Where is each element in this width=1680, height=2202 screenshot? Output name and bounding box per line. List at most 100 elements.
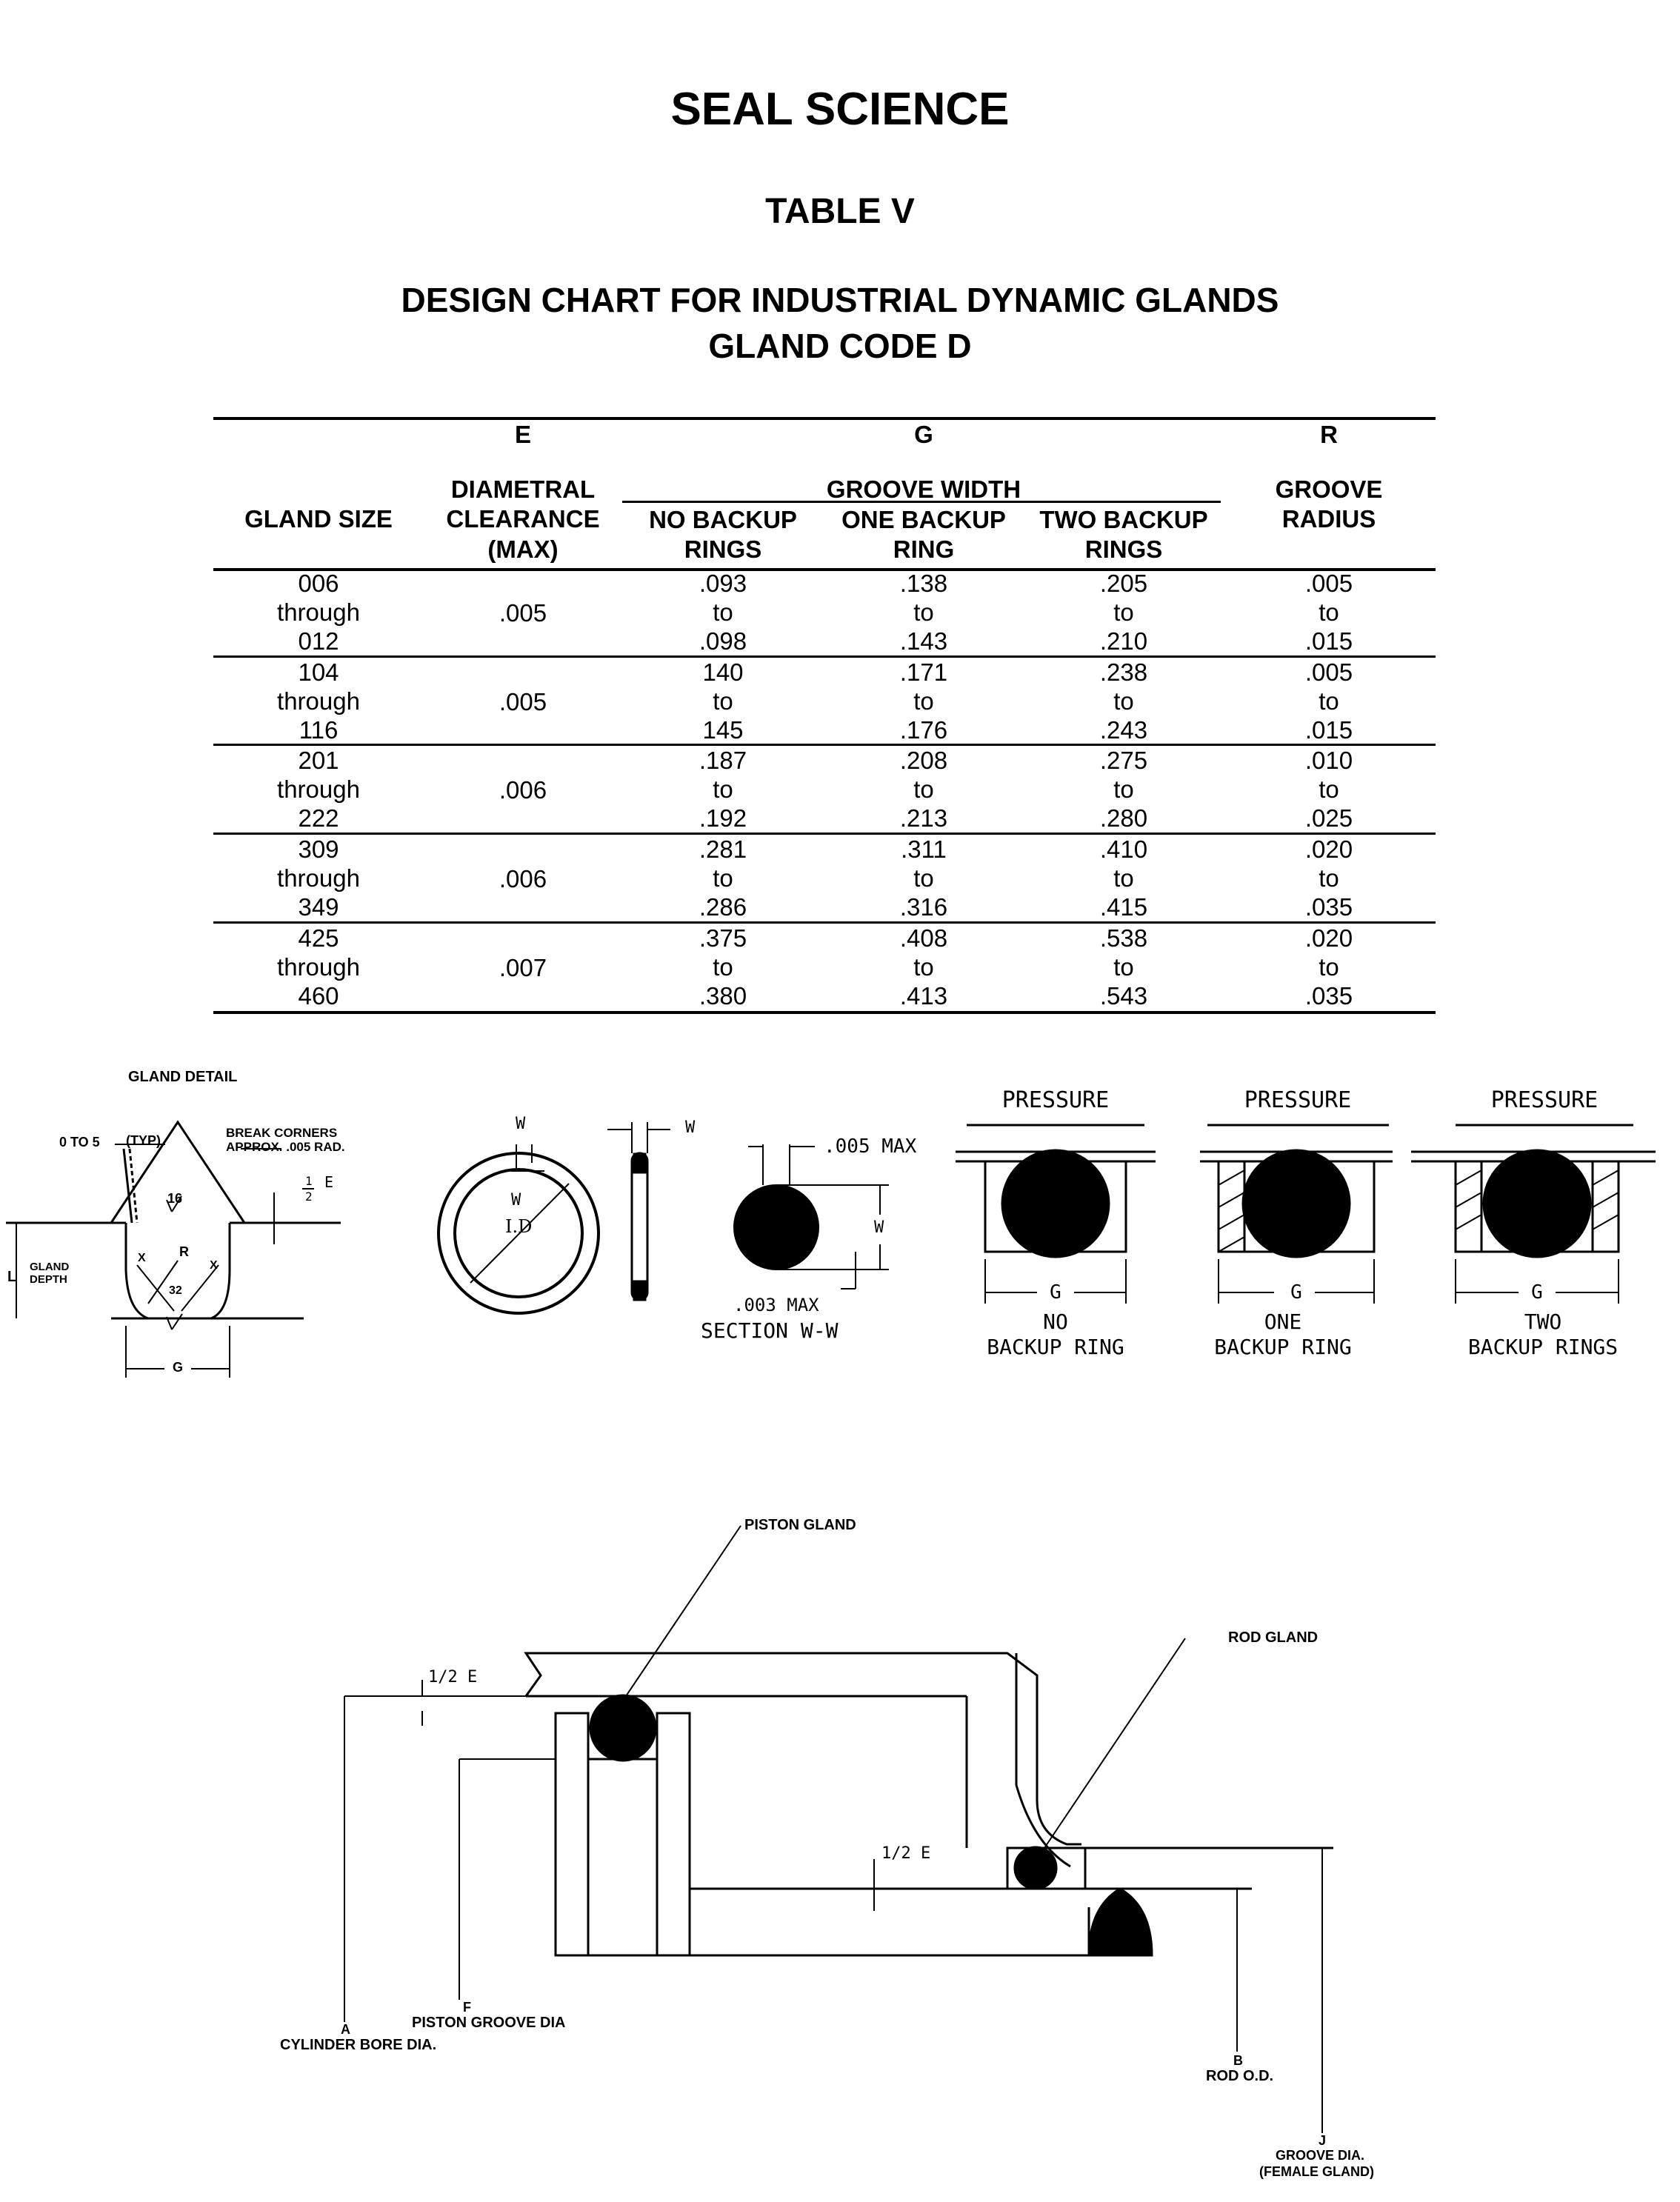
backup-label-1a: NO bbox=[1043, 1309, 1068, 1334]
cell-groove-radius: .020 bbox=[1304, 924, 1353, 952]
table-top-rule bbox=[213, 417, 1436, 420]
cell-groove-radius: to bbox=[1319, 775, 1339, 803]
gland-depth-line-1: GLAND bbox=[30, 1261, 70, 1273]
cell-two-backup: .410 bbox=[1099, 835, 1148, 863]
header-radius: RADIUS bbox=[1281, 505, 1376, 533]
max-005-label: .005 MAX bbox=[824, 1135, 917, 1158]
g-label-1: G bbox=[1050, 1281, 1061, 1304]
header-no-backup: NO BACKUP bbox=[649, 506, 797, 533]
female-gland-label: (FEMALE GLAND) bbox=[1259, 2164, 1374, 2179]
cell-no-backup: 140 bbox=[702, 658, 744, 686]
w-label-section: W bbox=[874, 1218, 884, 1237]
cell-two-backup: .205 bbox=[1099, 570, 1148, 597]
cell-two-backup: to bbox=[1113, 775, 1134, 803]
half-e-label-rod: 1/2 E bbox=[881, 1844, 931, 1863]
cell-groove-radius: .025 bbox=[1304, 804, 1353, 832]
cell-groove-radius: to bbox=[1319, 598, 1339, 626]
cell-groove-radius: to bbox=[1319, 864, 1339, 892]
cell-no-backup: .187 bbox=[699, 747, 747, 774]
cell-two-backup: .538 bbox=[1099, 924, 1148, 952]
x-label-left: X bbox=[138, 1252, 146, 1264]
cell-no-backup: to bbox=[713, 953, 733, 981]
x-label-right: X bbox=[210, 1259, 218, 1272]
half-denominator: 2 bbox=[305, 1190, 313, 1204]
cell-two-backup: .280 bbox=[1099, 804, 1148, 832]
oring-section bbox=[733, 1144, 889, 1289]
cell-gland-size: 425 bbox=[298, 924, 339, 952]
l-label: L bbox=[7, 1269, 17, 1285]
w-label-inner: W bbox=[511, 1191, 521, 1210]
cell-no-backup: .375 bbox=[699, 924, 747, 952]
backup-label-3a: TWO bbox=[1524, 1309, 1562, 1334]
id-label: I.D bbox=[505, 1216, 533, 1237]
rod-od-label: ROD O.D. bbox=[1206, 2068, 1274, 2084]
cell-one-backup: to bbox=[913, 598, 934, 626]
cell-two-backup: .543 bbox=[1099, 982, 1148, 1010]
cell-no-backup: 145 bbox=[702, 716, 744, 744]
gland-depth-line-2: DEPTH bbox=[30, 1273, 67, 1286]
cell-clearance: .006 bbox=[499, 776, 547, 804]
one-backup-gland-view bbox=[1200, 1124, 1393, 1304]
cell-two-backup: to bbox=[1113, 953, 1134, 981]
backup-label-2a: ONE bbox=[1264, 1309, 1302, 1334]
cell-one-backup: .176 bbox=[899, 716, 948, 744]
typ-label: (TYP) bbox=[126, 1133, 161, 1148]
cell-clearance: .005 bbox=[499, 688, 547, 715]
header-bottom-rule bbox=[213, 568, 1436, 571]
cell-two-backup: to bbox=[1113, 687, 1134, 715]
g-label: G bbox=[173, 1360, 184, 1375]
break-corners-line-1: BREAK CORNERS bbox=[226, 1126, 338, 1140]
break-corners-line-2: APPROX. .005 RAD. bbox=[226, 1140, 345, 1154]
cell-groove-radius: .015 bbox=[1304, 627, 1353, 655]
cell-no-backup: .192 bbox=[699, 804, 747, 832]
cell-no-backup: .286 bbox=[699, 893, 747, 921]
cell-no-backup: to bbox=[713, 687, 733, 715]
rod-gland-label: ROD GLAND bbox=[1228, 1629, 1319, 1646]
cell-gland-size: 309 bbox=[298, 835, 339, 863]
table-label: TABLE V bbox=[765, 192, 915, 231]
cell-two-backup: .243 bbox=[1099, 716, 1148, 744]
gland-detail-title: GLAND DETAIL bbox=[128, 1069, 238, 1085]
cell-groove-radius: .035 bbox=[1304, 982, 1353, 1010]
cell-gland-size: 201 bbox=[298, 747, 339, 774]
cell-clearance: .006 bbox=[499, 865, 547, 893]
cell-gland-size: 104 bbox=[298, 658, 339, 686]
subtitle-line-1: DESIGN CHART FOR INDUSTRIAL DYNAMIC GLAN… bbox=[401, 281, 1279, 319]
cell-no-backup: to bbox=[713, 598, 733, 626]
half-numerator: 1 bbox=[305, 1174, 313, 1188]
break-corners-label: BREAK CORNERS APPROX. .005 RAD. bbox=[226, 1126, 345, 1154]
cell-one-backup: .413 bbox=[899, 982, 948, 1010]
col-letter-r: R bbox=[1320, 421, 1338, 448]
cell-two-backup: to bbox=[1113, 864, 1134, 892]
cell-groove-radius: to bbox=[1319, 953, 1339, 981]
cell-groove-radius: .020 bbox=[1304, 835, 1353, 863]
header-two-backup: TWO BACKUP bbox=[1039, 506, 1208, 533]
g-label-2: G bbox=[1290, 1281, 1302, 1304]
row-divider bbox=[213, 833, 1436, 835]
a-label: A bbox=[341, 2022, 350, 2037]
subtitle-line-2: GLAND CODE D bbox=[708, 327, 972, 365]
cell-no-backup: .098 bbox=[699, 627, 747, 655]
cell-gland-size: through bbox=[277, 953, 360, 981]
row-divider bbox=[213, 655, 1436, 658]
header-one-backup: ONE BACKUP bbox=[841, 506, 1006, 533]
cell-gland-size: through bbox=[277, 598, 360, 626]
header-one-backup-ring: RING bbox=[893, 536, 955, 563]
no-backup-gland-view bbox=[956, 1124, 1156, 1304]
cell-gland-size: 460 bbox=[298, 982, 339, 1010]
cell-clearance: .005 bbox=[499, 599, 547, 627]
header-clearance: CLEARANCE bbox=[446, 505, 600, 533]
col-letter-e: E bbox=[514, 421, 532, 448]
cell-groove-radius: .005 bbox=[1304, 570, 1353, 597]
e-label: E bbox=[324, 1173, 334, 1191]
max-003-label: .003 MAX bbox=[733, 1295, 819, 1315]
cell-one-backup: to bbox=[913, 775, 934, 803]
row-divider bbox=[213, 921, 1436, 924]
cell-clearance: .007 bbox=[499, 954, 547, 981]
cell-groove-radius: .015 bbox=[1304, 716, 1353, 744]
header-diametral: DIAMETRAL bbox=[450, 476, 596, 503]
gland-depth-label: GLAND DEPTH bbox=[30, 1261, 69, 1286]
finish-32-label: 32 bbox=[169, 1284, 182, 1297]
cell-two-backup: .415 bbox=[1099, 893, 1148, 921]
